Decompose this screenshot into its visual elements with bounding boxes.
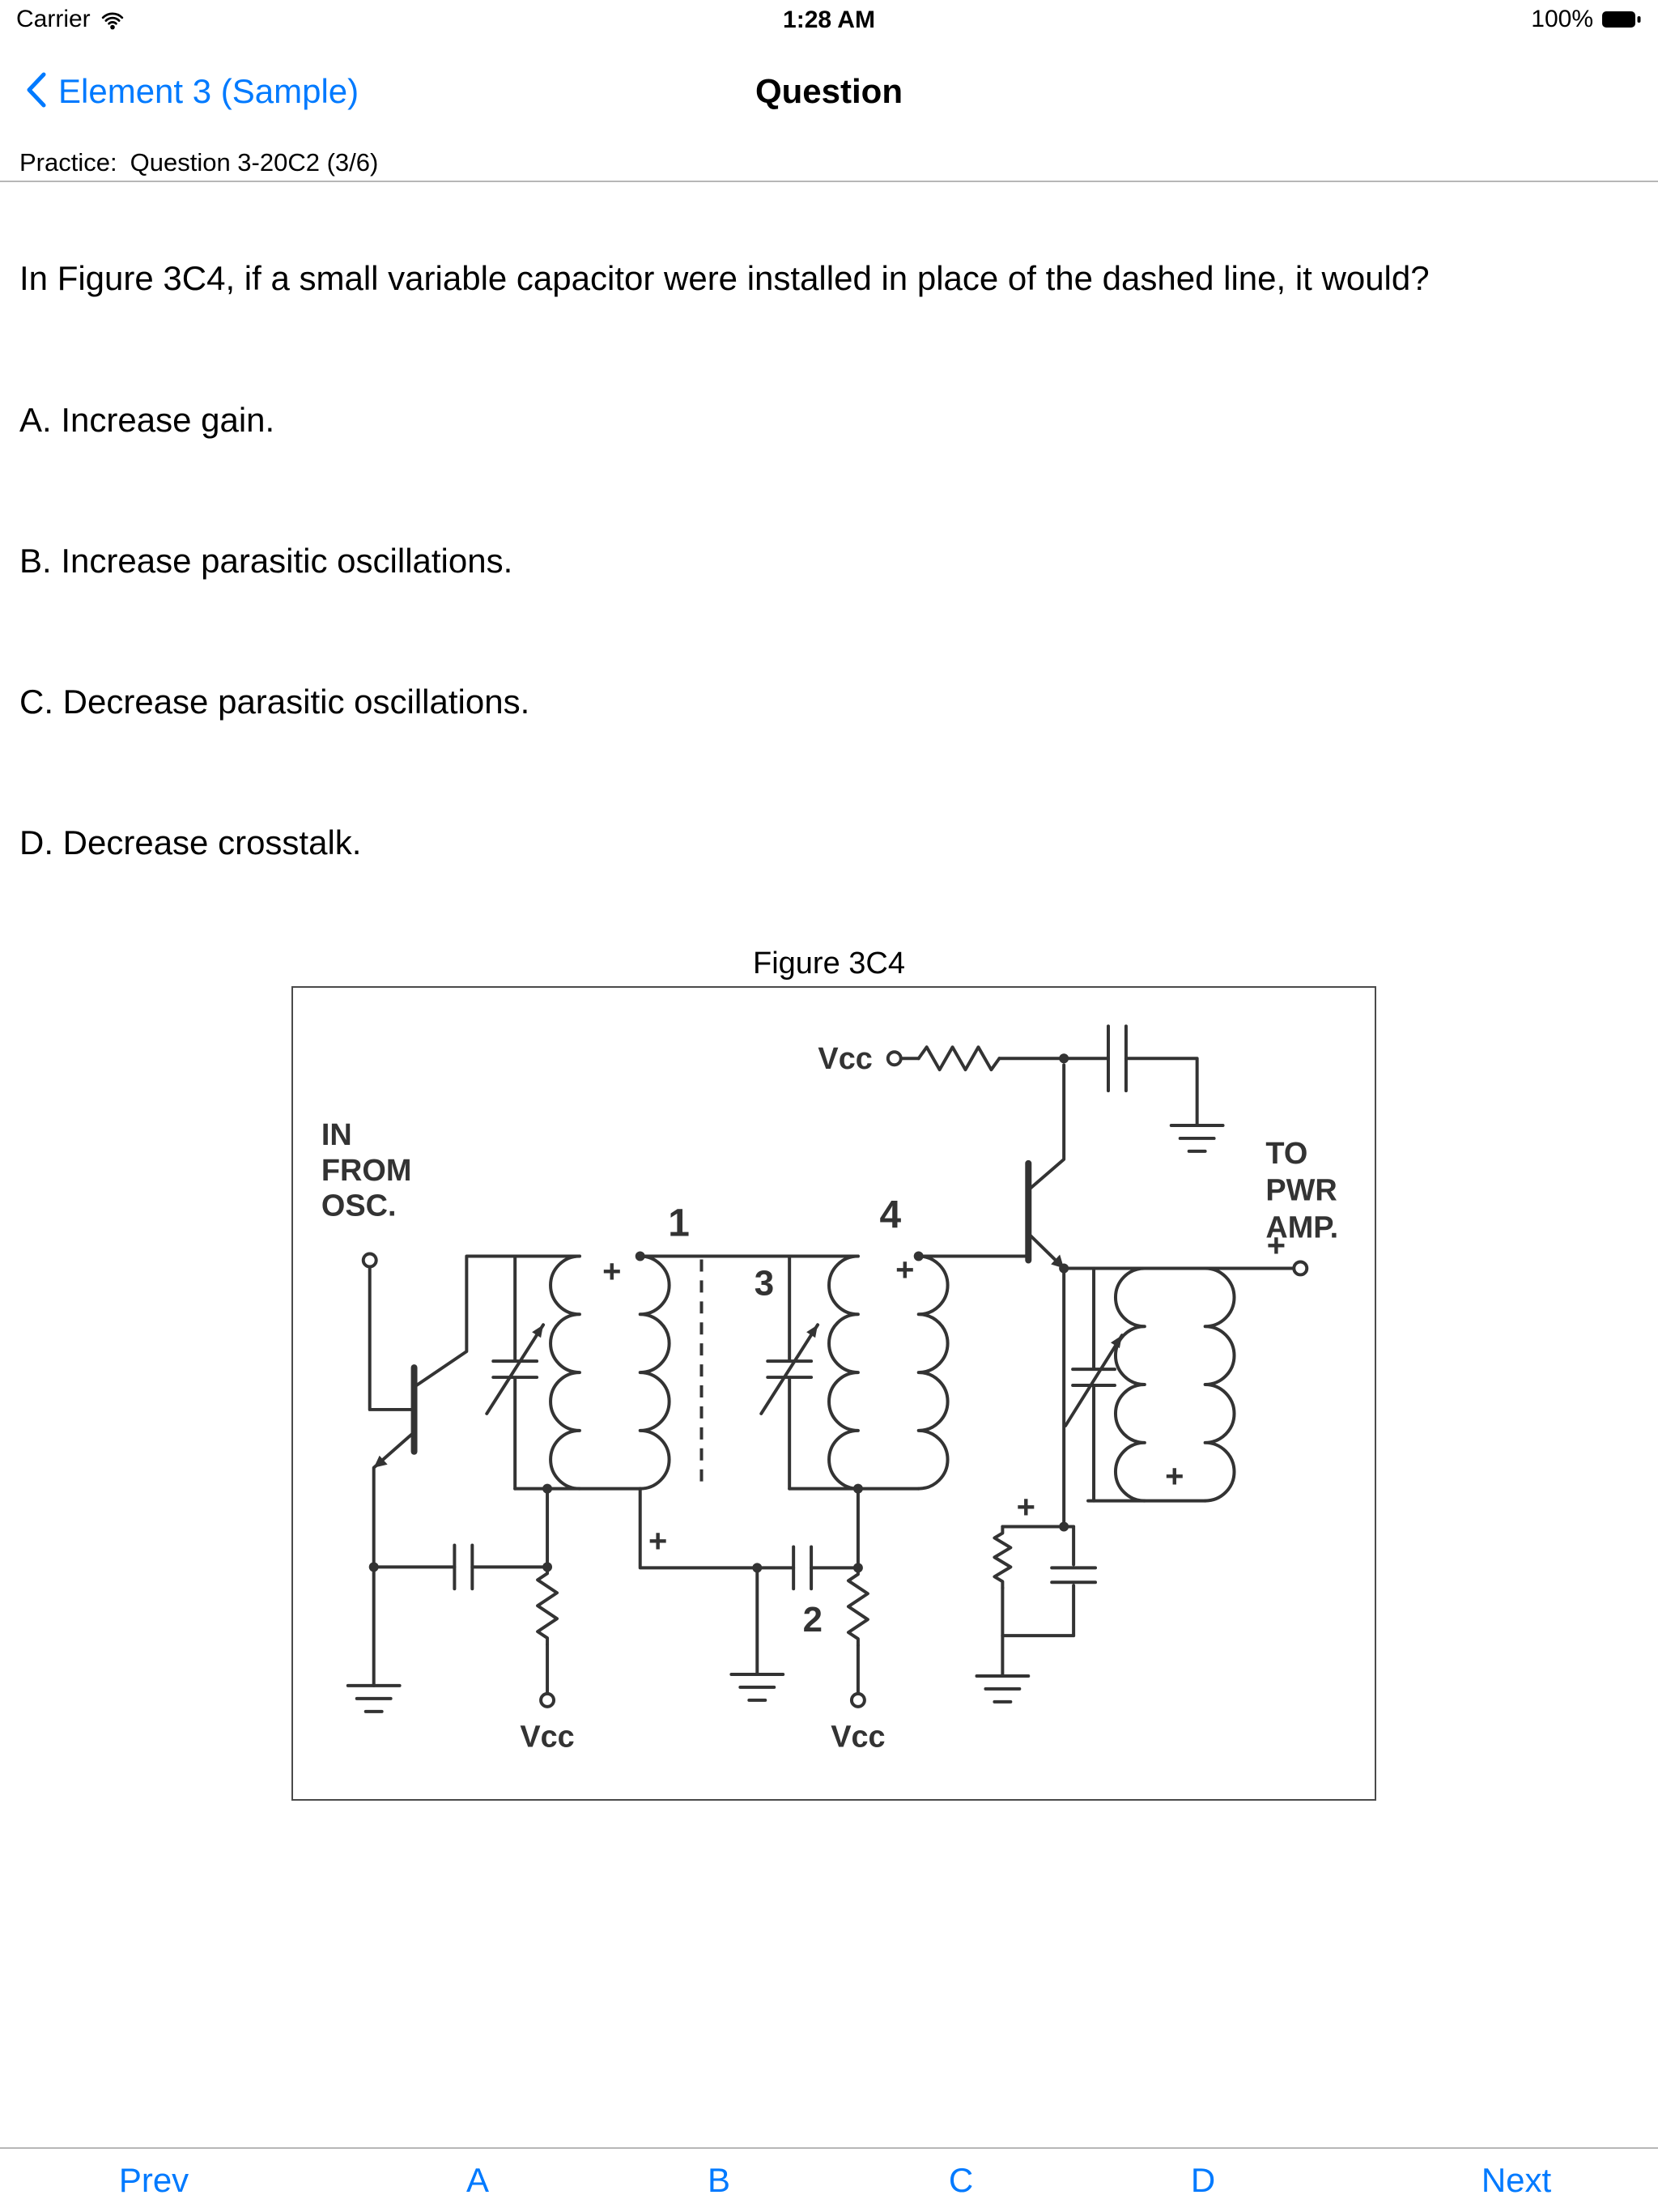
label-plus-output: + <box>1267 1228 1286 1264</box>
question-text: In Figure 3C4, if a small variable capac… <box>19 259 1430 297</box>
label-amp: AMP. <box>1265 1211 1338 1245</box>
status-bar: Carrier 1:28 AM 100% <box>0 0 1658 39</box>
answer-a-button[interactable]: A <box>466 2161 490 2199</box>
battery-icon <box>1601 9 1642 30</box>
answer-b-button[interactable]: B <box>707 2161 731 2199</box>
label-pwr: PWR <box>1265 1174 1337 1208</box>
label-in: IN <box>321 1118 352 1152</box>
figure-caption: Figure 3C4 <box>753 946 905 981</box>
answer-option-a: A. Increase gain. <box>19 401 275 439</box>
answer-option-c: C. Decrease parasitic oscillations. <box>19 683 530 721</box>
bottom-toolbar: Prev A B C D Next <box>0 2147 1658 2212</box>
label-plus-emitter: + <box>1017 1490 1035 1525</box>
back-button-label: Element 3 (Sample) <box>58 72 359 110</box>
wifi-icon <box>99 9 126 31</box>
label-3: 3 <box>755 1263 774 1303</box>
label-vcc-bottom-left: Vcc <box>520 1721 574 1755</box>
label-4: 4 <box>879 1194 901 1237</box>
back-button[interactable]: Element 3 (Sample) <box>24 39 359 144</box>
label-plus-t1: + <box>602 1253 621 1289</box>
battery-percent-label: 100% <box>1531 6 1593 32</box>
practice-question-id: Question 3-20C2 (3/6) <box>130 147 379 177</box>
prev-button[interactable]: Prev <box>118 2161 189 2199</box>
label-1: 1 <box>668 1202 690 1245</box>
answer-option-b: B. Increase parasitic oscillations. <box>19 542 513 580</box>
clock-time: 1:28 AM <box>783 6 875 33</box>
label-plus-t2: + <box>895 1252 914 1287</box>
label-plus-t3: + <box>1165 1459 1184 1495</box>
label-osc: OSC. <box>321 1189 397 1223</box>
answer-d-button[interactable]: D <box>1190 2161 1216 2199</box>
answer-c-button[interactable]: C <box>948 2161 974 2199</box>
label-vcc-top: Vcc <box>818 1042 872 1076</box>
back-chevron-icon <box>24 70 47 113</box>
nav-bar: Element 3 (Sample) Question <box>0 39 1658 144</box>
carrier-label: Carrier <box>16 6 91 32</box>
label-to: TO <box>1265 1137 1307 1171</box>
label-vcc-bottom-mid: Vcc <box>831 1721 885 1755</box>
figure-box: Vcc IN FROM OSC. TO PWR AMP. 1 4 3 2 + +… <box>291 986 1376 1801</box>
label-plus-c2: + <box>648 1523 667 1559</box>
practice-breadcrumb: Practice: Question 3-20C2 (3/6) <box>0 144 1658 182</box>
circuit-schematic: Vcc IN FROM OSC. TO PWR AMP. 1 4 3 2 + +… <box>321 1024 1338 1755</box>
label-from: FROM <box>321 1154 412 1188</box>
next-button[interactable]: Next <box>1481 2161 1552 2199</box>
practice-label: Practice: <box>19 147 117 177</box>
label-2: 2 <box>803 1600 823 1640</box>
answer-option-d: D. Decrease crosstalk. <box>19 823 362 861</box>
